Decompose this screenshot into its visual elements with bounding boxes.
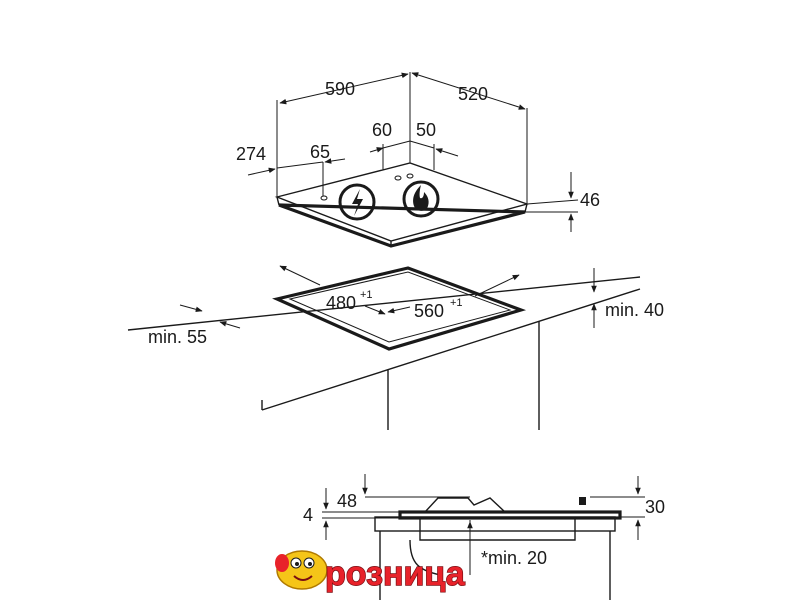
offset-274-label: 274	[236, 144, 266, 164]
gas-flame-icon	[402, 180, 440, 218]
depth-520-label: 520	[458, 84, 488, 104]
offset-60-label: 60	[372, 120, 392, 140]
offset-65-label: 65	[310, 142, 330, 162]
dim-20-label: *min. 20	[481, 548, 547, 568]
cutout-480-label: 480	[326, 293, 356, 313]
dim-4-label: 4	[303, 505, 313, 525]
worktop-cutout: 480 +1 560 +1 min. 40 min. 55	[127, 265, 664, 430]
hob-top-view: 590 520 60 50 274 65 46	[236, 72, 600, 248]
cutout-480-tolerance: +1	[360, 289, 373, 301]
roznitsa-logo: розница	[275, 550, 466, 594]
logo-text: розница	[325, 555, 466, 593]
offset-50-label: 50	[416, 120, 436, 140]
cutout-560-tolerance: +1	[450, 297, 463, 309]
width-590-label: 590	[325, 79, 355, 99]
electric-ignition-icon	[338, 183, 376, 221]
cutout-560-label: 560	[414, 301, 444, 321]
hob-section-view: 48 4 30 *min. 20	[303, 474, 665, 600]
dim-48-label: 48	[337, 491, 357, 511]
height-46-label: 46	[580, 190, 600, 210]
min-55-label: min. 55	[148, 327, 207, 347]
dim-30-label: 30	[645, 497, 665, 517]
min-40-label: min. 40	[605, 300, 664, 320]
